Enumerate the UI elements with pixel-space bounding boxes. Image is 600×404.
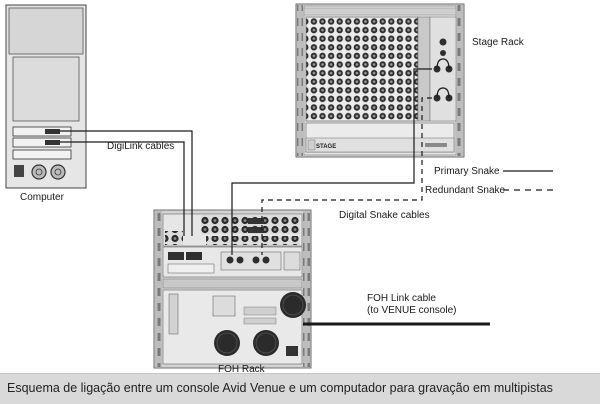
legend-redundant-label: Redundant Snake — [425, 185, 506, 196]
legend: Primary Snake Redundant Snake — [425, 166, 553, 196]
digilink-cables-label: DigiLink cables — [107, 141, 174, 152]
figure-caption: Esquema de ligação entre um console Avid… — [7, 381, 553, 395]
stage-rack-label: Stage Rack — [472, 37, 525, 48]
computer-tower — [5, 4, 87, 189]
foh-link-cable-sublabel: (to VENUE console) — [367, 305, 456, 316]
caption-bar: Esquema de ligação entre um console Avid… — [0, 373, 600, 404]
stage-snake-loops — [436, 58, 450, 99]
primary-snake-cable — [231, 68, 432, 255]
digital-snake-cables-label: Digital Snake cables — [339, 210, 430, 221]
foh-link-cable-label: FOH Link cable — [367, 293, 436, 304]
stage-rack: STAGE — [295, 3, 465, 158]
redundant-snake-cable — [261, 97, 432, 255]
foh-rack-label: FOH Rack — [218, 364, 266, 373]
legend-primary-label: Primary Snake — [434, 166, 500, 177]
digilink-cables — [60, 130, 193, 236]
connection-diagram: STAGE — [5, 3, 553, 373]
computer-label: Computer — [20, 192, 65, 203]
stage-plate-label: STAGE — [316, 144, 336, 150]
